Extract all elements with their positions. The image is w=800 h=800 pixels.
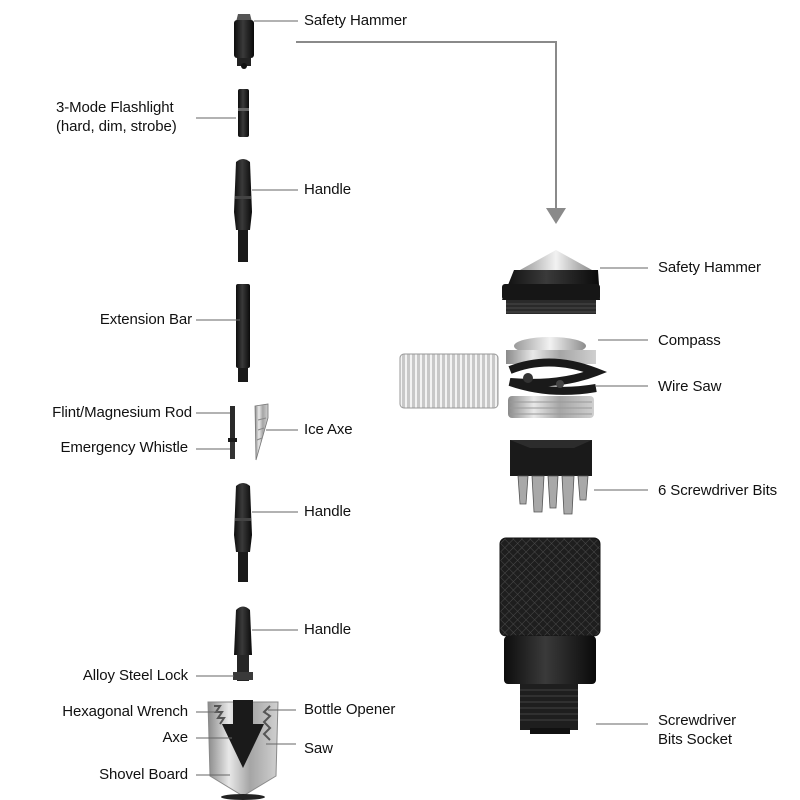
label-safety-hammer-cap: Safety Hammer [658, 259, 761, 276]
label-handle-3: Handle [304, 621, 351, 638]
label-saw: Saw [304, 740, 333, 757]
leader-lines [196, 20, 648, 776]
label-screwdriver-bits: 6 Screwdriver Bits [658, 482, 778, 499]
label-ice-axe: Ice Axe [304, 421, 353, 438]
label-compass: Compass [658, 332, 721, 349]
flint-rod-part [228, 406, 237, 459]
handle-part-1 [234, 159, 252, 262]
label-extension-bar: Extension Bar [99, 311, 192, 328]
label-flint-rod: Flint/Magnesium Rod [52, 404, 192, 421]
connector-arrow [296, 41, 566, 224]
label-handle-1: Handle [304, 181, 351, 198]
label-flashlight: 3-Mode Flashlight (hard, dim, strobe) [56, 99, 177, 135]
compass-wire-saw-part [399, 337, 608, 418]
ice-axe-part [254, 403, 269, 461]
label-alloy-steel-lock: Alloy Steel Lock [82, 667, 188, 684]
extension-bar-part [236, 284, 250, 382]
shovel-assembly-part [207, 606, 279, 800]
label-hexagonal-wrench: Hexagonal Wrench [62, 703, 188, 720]
handle-part-2 [234, 483, 252, 582]
label-emergency-whistle: Emergency Whistle [60, 439, 188, 456]
label-shovel-board: Shovel Board [99, 766, 188, 783]
small-safety-hammer-part [234, 14, 254, 69]
label-wire-saw: Wire Saw [658, 378, 722, 395]
bits-socket-part [499, 537, 601, 734]
label-bottle-opener: Bottle Opener [304, 701, 396, 718]
flashlight-part [238, 89, 249, 137]
label-handle-2: Handle [304, 503, 351, 520]
label-bits-socket: Screwdriver Bits Socket [658, 712, 737, 748]
label-safety-hammer-small: Safety Hammer [304, 12, 407, 29]
screwdriver-bits-part [510, 440, 592, 515]
hammer-cap-part [502, 250, 600, 314]
label-axe: Axe [162, 729, 188, 746]
